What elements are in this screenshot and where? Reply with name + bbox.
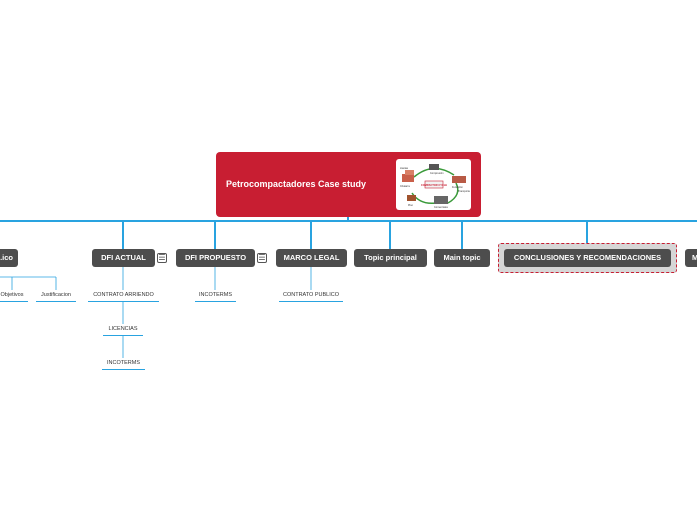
subtopic-incoterms-actual[interactable]: INCOTERMS [102, 358, 145, 370]
subtopic-justificacion-label: Justificacion [41, 292, 71, 298]
topic-principal-label: Topic principal [364, 253, 417, 262]
subtopic-justificacion[interactable]: Justificacion [36, 290, 76, 302]
svg-text:Chatarra: Chatarra [400, 185, 410, 188]
topic-first-cut[interactable]: ...ico [0, 249, 18, 267]
topic-dfi-propuesto-label: DFI PROPUESTO [185, 253, 246, 262]
subtopic-incoterms-actual-label: INCOTERMS [107, 360, 140, 366]
central-topic-title: Petrocompactadores Case study [226, 179, 366, 189]
subtopic-objetivos-label: Objetivos [1, 292, 24, 298]
topic-dfi-actual-label: DFI ACTUAL [101, 253, 146, 262]
subtopic-incoterms-propuesto-label: INCOTERMS [199, 292, 232, 298]
cycle-center-label: COMPACTOR CYCLE [421, 183, 448, 187]
topic-main-label: Main topic [443, 253, 480, 262]
notes-icon[interactable]: ☰ [257, 253, 267, 263]
svg-text:Compresión: Compresión [430, 172, 444, 175]
subtopic-contrato-publico[interactable]: CONTRATO PUBLICO [279, 290, 343, 302]
central-topic[interactable]: Petrocompactadores Case study COMPACTOR … [216, 152, 481, 217]
svg-text:Piso: Piso [408, 204, 413, 207]
subtopic-incoterms-propuesto[interactable]: INCOTERMS [195, 290, 236, 302]
topic-conclusiones-label: CONCLUSIONES Y RECOMENDACIONES [514, 253, 661, 262]
svg-text:Llantas: Llantas [400, 167, 409, 170]
topic-marco-legal[interactable]: MARCO LEGAL [276, 249, 347, 267]
svg-text:Fundición: Fundición [452, 186, 463, 189]
topic-dfi-propuesto[interactable]: DFI PROPUESTO [176, 249, 255, 267]
svg-text:Transporte: Transporte [458, 190, 471, 193]
subtopic-contrato-arriendo[interactable]: CONTRATO ARRIENDO [88, 290, 159, 302]
topic-conclusiones[interactable]: CONCLUSIONES Y RECOMENDACIONES [504, 249, 671, 267]
topic-last-cut[interactable]: M [685, 249, 697, 267]
subtopic-licencias[interactable]: LICENCIAS [103, 324, 143, 336]
topic-last-label: M [692, 253, 697, 262]
subtopic-objetivos[interactable]: Objetivos [0, 290, 28, 302]
topic-marco-legal-label: MARCO LEGAL [284, 253, 340, 262]
process-cycle-diagram-icon: COMPACTOR CYCLE Chatarra Compresión Fund… [396, 159, 471, 210]
subtopic-licencias-label: LICENCIAS [108, 326, 137, 332]
topic-dfi-actual[interactable]: DFI ACTUAL [92, 249, 155, 267]
subtopic-contrato-arriendo-label: CONTRATO ARRIENDO [93, 292, 154, 298]
subtopic-contrato-publico-label: CONTRATO PUBLICO [283, 292, 339, 298]
svg-text:Comerciales: Comerciales [434, 206, 449, 209]
topic-first-label: ...ico [0, 253, 13, 262]
topic-principal[interactable]: Topic principal [354, 249, 427, 267]
topic-main[interactable]: Main topic [434, 249, 490, 267]
notes-icon[interactable]: ☰ [157, 253, 167, 263]
